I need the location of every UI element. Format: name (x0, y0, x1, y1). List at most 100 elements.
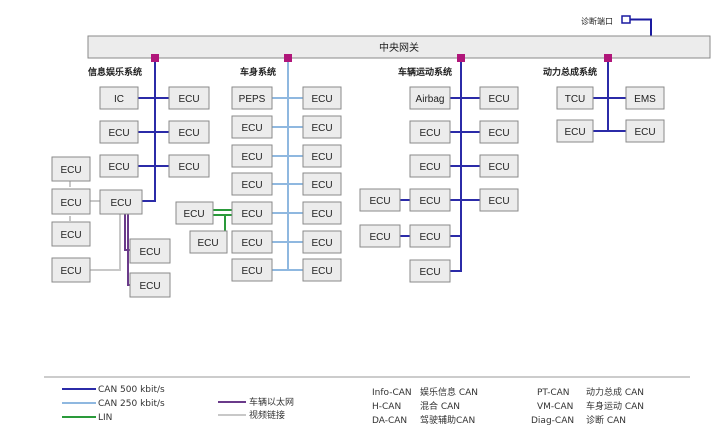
node-label: ECU (311, 266, 332, 277)
ethernet-link (127, 214, 130, 286)
ecu-node: EMS (625, 86, 665, 110)
legend-abbrev: Diag-CAN (531, 416, 574, 426)
video-link (90, 214, 121, 271)
node-label: ECU (488, 196, 509, 207)
domain-label-infotainment: 信息娱乐系统 (88, 66, 142, 78)
node-label: ECU (311, 238, 332, 249)
ecu-node: ECU (168, 154, 210, 178)
node-label: ECU (419, 232, 440, 243)
node-label: ECU (241, 238, 262, 249)
diagnostic-port-connector (621, 15, 631, 24)
legend-abbrev-desc: 车身运动 CAN (586, 400, 644, 412)
node-label: ECU (241, 123, 262, 134)
diagnostic-link (630, 18, 652, 36)
ecu-node: ECU (129, 238, 171, 264)
ecu-node: ECU (231, 144, 273, 168)
ecu-node: ECU (409, 120, 451, 144)
diagnostic-port-label: 诊断端口 (581, 16, 613, 26)
legend-abbrev: VM-CAN (537, 402, 573, 412)
ecu-node: ECU (409, 188, 451, 212)
ecu-node: PEPS (231, 86, 273, 110)
ecu-node: ECU (479, 154, 519, 178)
node-label: ECU (419, 128, 440, 139)
node-label: ECU (369, 232, 390, 243)
ecu-node: ECU (302, 86, 342, 110)
node-label: PEPS (239, 94, 266, 105)
node-label: ECU (178, 94, 199, 105)
node-label: ECU (311, 123, 332, 134)
ecu-node: ECU (302, 230, 342, 254)
legend-abbrev-desc: 娱乐信息 CAN (420, 386, 478, 398)
legend-abbrev-diag-can: Diag-CAN 诊断 CAN (531, 414, 626, 426)
node-label: ECU (564, 127, 585, 138)
node-label: ECU (419, 267, 440, 278)
ecu-node: IC (99, 86, 139, 110)
node-label: ECU (183, 209, 204, 220)
legend-abbrev-h-can: H-CAN 混合 CAN (372, 400, 460, 412)
node-label: ECU (241, 266, 262, 277)
legend-label: LIN (98, 413, 112, 423)
legend: CAN 500 kbit/s CAN 250 kbit/s LIN 车辆以太网 … (44, 376, 690, 426)
ecu-node: ECU (479, 86, 519, 110)
ecu-node: ECU (302, 115, 342, 139)
ecu-node: ECU (625, 119, 665, 143)
ecu-node: ECU (409, 224, 451, 248)
ecu-node: ECU (175, 201, 214, 225)
ecu-node: ECU (479, 120, 519, 144)
ecu-node: ECU (99, 189, 143, 215)
ecu-node: ECU (99, 154, 139, 178)
gateway-port (284, 54, 292, 62)
ecu-node: ECU (359, 224, 401, 248)
node-label: ECU (311, 152, 332, 163)
node-label: ECU (178, 128, 199, 139)
legend-abbrev: Info-CAN (372, 388, 412, 398)
gateway-port (457, 54, 465, 62)
node-label: ECU (60, 165, 81, 176)
ecu-node: ECU (51, 156, 91, 182)
ecu-node: ECU (51, 188, 91, 215)
ecu-node: ECU (231, 258, 273, 282)
ecu-node: ECU (231, 115, 273, 139)
node-label: Airbag (416, 94, 445, 105)
ecu-node: ECU (409, 259, 451, 283)
ecu-node: ECU (302, 258, 342, 282)
node-label: ECU (488, 162, 509, 173)
legend-label: CAN 250 kbit/s (98, 399, 165, 409)
domain-body: 车身系统 PEPS ECU ECU ECU ECU ECU ECU ECU EC… (175, 54, 342, 282)
ecu-node: Airbag (409, 86, 451, 110)
ecu-node: ECU (51, 257, 91, 283)
ecu-node: ECU (99, 120, 139, 144)
legend-abbrev-vm-can: VM-CAN 车身运动 CAN (537, 400, 644, 412)
legend-abbrev-pt-can: PT-CAN 动力总成 CAN (537, 386, 644, 398)
legend-label: 车辆以太网 (249, 396, 294, 408)
central-gateway: 中央网关 (87, 35, 711, 59)
legend-abbrev: PT-CAN (537, 388, 570, 398)
node-label: ECU (60, 230, 81, 241)
legend-label: 视频链接 (249, 409, 285, 421)
legend-label: CAN 500 kbit/s (98, 385, 165, 395)
ecu-node: ECU (129, 272, 171, 298)
legend-abbrev-info-can: Info-CAN 娱乐信息 CAN (372, 386, 478, 398)
central-gateway-box (87, 35, 711, 59)
node-label: ECU (419, 196, 440, 207)
node-label: ECU (139, 247, 160, 258)
gateway-port (151, 54, 159, 62)
ecu-node: ECU (231, 172, 273, 196)
legend-abbrev-desc: 混合 CAN (420, 400, 460, 412)
ecu-node: ECU (359, 188, 401, 212)
node-label: ECU (311, 209, 332, 220)
node-label: TCU (565, 94, 586, 105)
ecu-node: ECU (168, 120, 210, 144)
node-label: ECU (488, 94, 509, 105)
node-label: ECU (241, 209, 262, 220)
node-label: ECU (139, 281, 160, 292)
ecu-node: TCU (556, 86, 594, 110)
legend-abbrev-desc: 动力总成 CAN (586, 386, 644, 398)
node-label: ECU (241, 152, 262, 163)
ecu-node: ECU (189, 230, 228, 254)
legend-item-can500: CAN 500 kbit/s (62, 385, 165, 395)
domain-powertrain: 动力总成系统 TCU EMS ECU ECU (543, 54, 665, 143)
ecu-node: ECU (231, 230, 273, 254)
domain-label-chassis: 车辆运动系统 (398, 66, 452, 78)
